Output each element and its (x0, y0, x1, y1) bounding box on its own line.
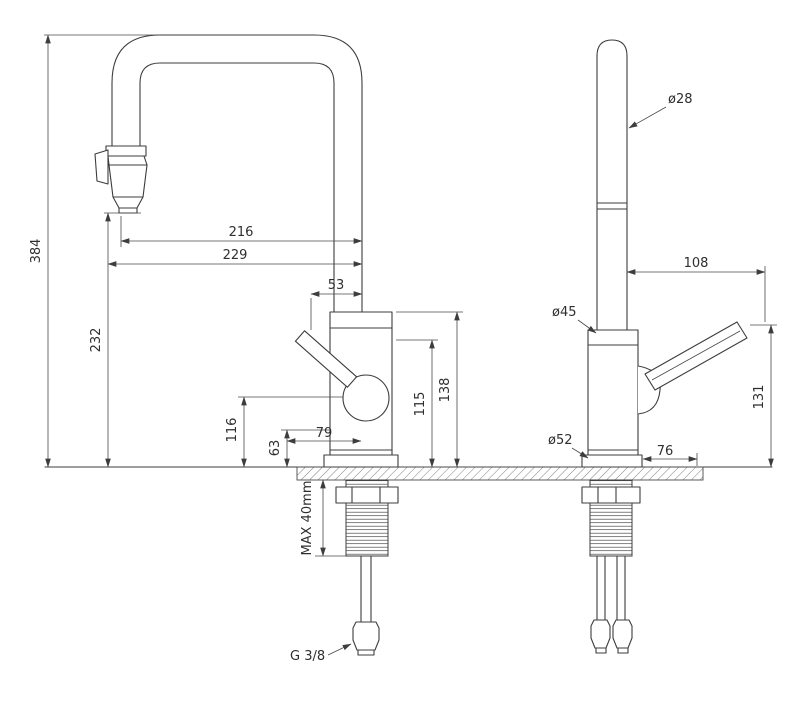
dimensions: 384 232 216 229 53 138 115 116 63 (29, 34, 777, 664)
dim-label-max40: MAX 40mm (300, 480, 315, 555)
dim-label-216: 216 (229, 225, 254, 240)
dim-label-229: 229 (223, 248, 248, 263)
spray-collar (105, 145, 147, 157)
spout-inner (139, 62, 335, 313)
thread-label: G 3/8 (290, 649, 325, 664)
dim-label-131: 131 (752, 385, 767, 410)
dia28-label: ø28 (668, 92, 693, 107)
hose-nut-front (352, 621, 380, 651)
thread-leader-line (327, 643, 352, 656)
under-counter-front (335, 479, 399, 656)
handle-lever-front (294, 330, 358, 388)
body-side (587, 329, 639, 456)
dim-label-108: 108 (684, 256, 709, 271)
counter-section-hatch (296, 466, 704, 481)
side-view (581, 39, 748, 654)
hose-tip-side (617, 647, 629, 654)
countertop (44, 466, 773, 481)
mounting-nut-side (581, 486, 641, 504)
spout-tube-side (596, 39, 628, 331)
dim-label-63: 63 (268, 440, 283, 457)
front-view (94, 34, 399, 656)
dim-label-116: 116 (225, 418, 240, 443)
dia52-leader (571, 447, 589, 459)
handle-lever-side (644, 321, 748, 391)
spray-head (94, 145, 148, 214)
dim-label-115: 115 (413, 392, 428, 417)
dia45-label: ø45 (552, 305, 577, 320)
base-flange-front (323, 454, 399, 468)
dia28-leader (628, 106, 667, 129)
under-counter-side (581, 479, 641, 654)
dim-label-79: 79 (316, 426, 333, 441)
spray-body (107, 155, 148, 209)
dia52-label: ø52 (548, 433, 573, 448)
hose-nut-side (612, 619, 633, 649)
handle-edge-line (651, 330, 741, 381)
dim-label-53: 53 (328, 278, 345, 293)
hose-tip-front (357, 649, 375, 656)
hose-tip-side (595, 647, 607, 654)
spout-outer (111, 34, 363, 313)
mounting-nut-front (335, 486, 399, 504)
hose-nut-side (590, 619, 611, 649)
dim-label-232: 232 (89, 328, 104, 353)
dim-label-76: 76 (657, 444, 674, 459)
faucet-body-front (294, 311, 399, 468)
dim-label-138: 138 (438, 378, 453, 403)
dia45-leader (577, 319, 597, 334)
base-flange-side (581, 454, 643, 468)
spray-trigger (94, 149, 109, 185)
handle-ball-joint (342, 374, 390, 422)
dim-label-384: 384 (29, 239, 44, 264)
aerator (118, 207, 138, 214)
